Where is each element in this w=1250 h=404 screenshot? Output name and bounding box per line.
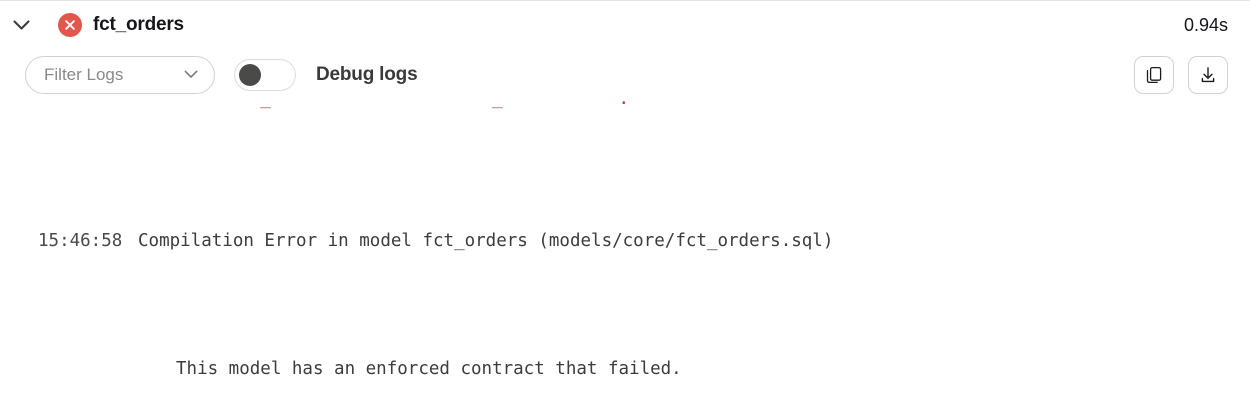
status-badge [58,13,82,37]
log-line: This model has an enforced contract that… [176,359,682,379]
log-line-list: 15:46:58 Compilation Error in model fct_o… [0,129,1250,404]
log-toolbar: Filter Logs Debug logs [0,49,1250,101]
filter-logs-select[interactable]: Filter Logs [25,56,215,94]
clipped-previous-log-line: _ _ . [0,101,1250,115]
run-duration: 0.94s [1183,14,1228,35]
download-logs-button[interactable] [1188,56,1228,94]
copy-icon [1144,65,1164,85]
log-message: Compilation Error in model fct_orders (m… [138,231,834,251]
panel-header: fct_orders 0.94s [0,1,1250,49]
chevron-down-icon [12,19,30,31]
log-output[interactable]: _ _ . 15:46:58 Compilation Error in model… [0,101,1250,404]
chevron-down-icon [184,66,198,84]
download-icon [1198,65,1218,85]
copy-logs-button[interactable] [1134,56,1174,94]
page-title: fct_orders [93,14,184,35]
expand-collapse-button[interactable] [6,10,36,40]
debug-logs-label: Debug logs [316,64,418,85]
log-line: 15:46:58 Compilation Error in model fct_o… [0,225,1250,257]
debug-logs-toggle[interactable] [234,59,296,91]
log-timestamp: 15:46:58 [38,231,123,251]
toggle-knob [239,64,261,86]
filter-logs-value: Filter Logs [44,65,124,84]
error-x-icon [63,18,77,32]
